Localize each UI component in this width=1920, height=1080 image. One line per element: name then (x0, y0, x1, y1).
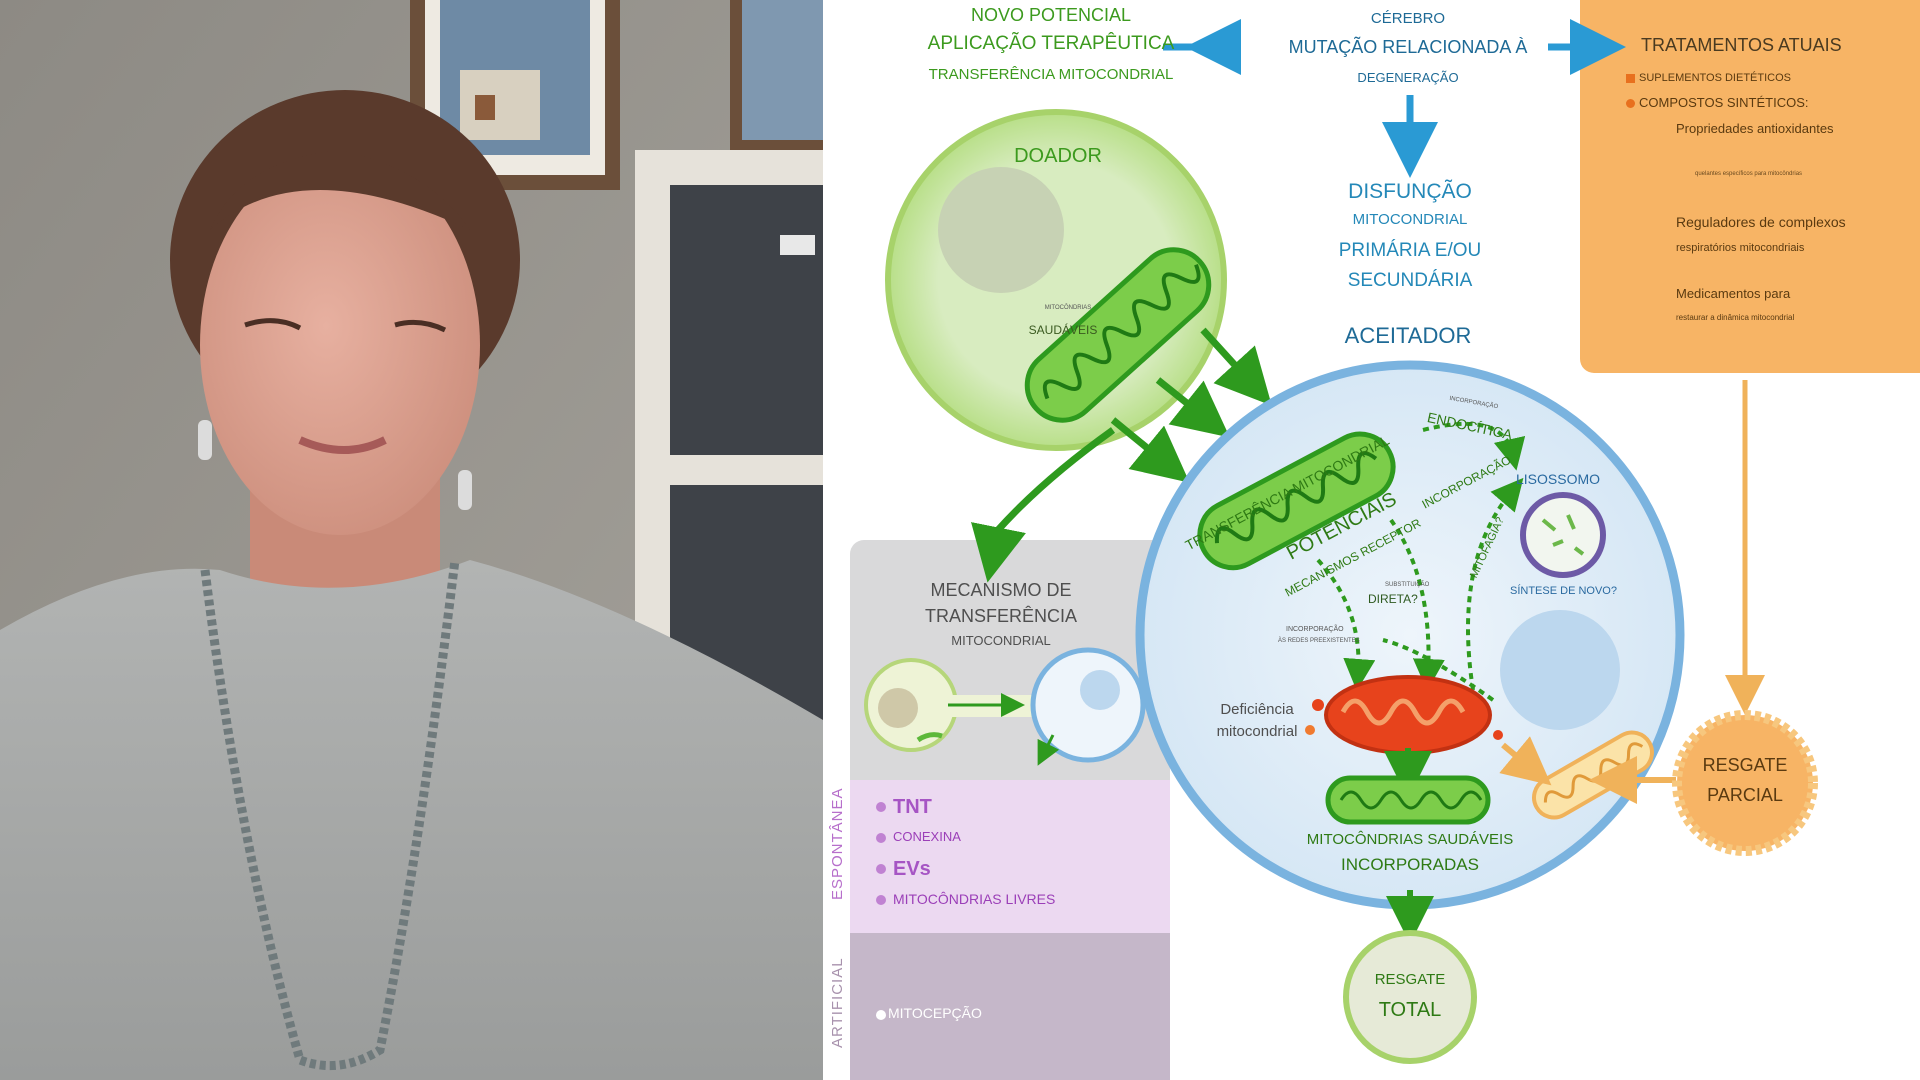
conexina-bullet (876, 833, 886, 843)
mitocondrial-label: MITOCONDRIAL (1352, 211, 1468, 228)
cerebro-label: CÉREBRO (1370, 10, 1446, 27)
compostos-label: COMPOSTOS SINTÉTICOS: (1639, 95, 1809, 110)
reguladores-label-1: Reguladores de complexos (1676, 214, 1846, 230)
livres-label: MITOCÔNDRIAS LIVRES (893, 891, 1056, 907)
primaria-label: PRIMÁRIA E/OU (1338, 240, 1482, 261)
aplicacao-terapeutica-label: APLICAÇÃO TERAPÊUTICA (927, 33, 1175, 54)
deficiencia-label-2: mitocondrial (1216, 723, 1298, 740)
donor-nucleus (938, 167, 1064, 293)
tnt-label: TNT (893, 796, 932, 818)
resgate-total-label-2: TOTAL (1378, 999, 1442, 1021)
resgate-parcial-label-2: PARCIAL (1707, 785, 1783, 805)
medicamentos-label-2: restaurar a dinâmica mitocondrial (1676, 313, 1795, 322)
evs-label: EVs (893, 858, 931, 880)
antioxidantes-label: Propriedades antioxidantes (1676, 121, 1834, 136)
current-treatments-panel (1580, 0, 1920, 373)
presenter-video-image (0, 0, 823, 1080)
direta-label: DIRETA? (1368, 592, 1418, 606)
deficiencia-label-1: Deficiência (1220, 701, 1294, 718)
incorporacao-redes-label-1: INCORPORAÇÃO (1286, 626, 1344, 633)
supplements-bullet (1626, 74, 1635, 83)
mitocepcao-label: MITOCEPÇÃO (888, 1005, 982, 1021)
reguladores-label-2: respiratórios mitocondriais (1676, 242, 1805, 254)
evs-bullet (876, 864, 886, 874)
mutacao-label: MUTAÇÃO RELACIONADA À (1288, 37, 1528, 57)
medicamentos-label-1: Medicamentos para (1676, 286, 1791, 301)
incorporacao-redes-label-2: ÀS REDES PREEXISTENTES (1278, 638, 1360, 644)
mitocepcao-bullet (876, 1010, 886, 1020)
saudaveis-incorporadas-label-1: MITOCÔNDRIAS SAUDÁVEIS (1306, 831, 1514, 848)
mecanismo-label-2: TRANSFERÊNCIA (924, 606, 1078, 626)
compounds-bullet (1626, 99, 1635, 108)
livres-bullet (876, 895, 886, 905)
lysosome (1520, 492, 1606, 578)
total-rescue-circle (1343, 930, 1477, 1064)
aceitador-title: ACEITADOR (1344, 323, 1472, 348)
secundaria-label: SECUNDÁRIA (1347, 270, 1473, 291)
spontaneous-mechanisms-panel (850, 780, 1170, 933)
tnt-bullet (876, 802, 886, 812)
degeneracao-label: DEGENERAÇÃO (1357, 70, 1459, 85)
partial-rescue-circle (1672, 710, 1818, 856)
saudaveis-label: SAUDÁVEIS (1028, 323, 1098, 337)
tratamentos-title: TRATAMENTOS ATUAIS (1641, 35, 1842, 55)
sintese-label: SÍNTESE DE NOVO? (1510, 585, 1617, 597)
espontanea-label: ESPONTÂNEA (829, 787, 846, 900)
mecanismo-label-1: MECANISMO DE (930, 580, 1072, 600)
saudaveis-incorporadas-label-2: INCORPORADAS (1341, 855, 1479, 874)
resgate-parcial-label-1: RESGATE (1702, 755, 1788, 775)
transferred-mitochondrion (1197, 431, 1396, 571)
acceptor-nucleus (1500, 610, 1620, 730)
disfuncao-label: DISFUNÇÃO (1348, 180, 1472, 203)
chelators-note: quelantes específicos para mitocôndrias (1695, 171, 1803, 177)
mitochondrial-transfer-diagram: NOVO POTENCIAL APLICAÇÃO TERAPÊUTICA TRA… (823, 0, 1920, 1080)
artificial-mechanisms-panel (850, 933, 1170, 1080)
conexina-label: CONEXINA (893, 829, 961, 844)
resgate-total-label-1: RESGATE (1374, 971, 1446, 988)
lisossomo-label: LISOSSOMO (1516, 471, 1601, 487)
donor-mitochondrion (1024, 247, 1212, 423)
suplementos-label: SUPLEMENTOS DIETÉTICOS (1639, 72, 1791, 84)
mitocondrias-small-label: MITOCÔNDRIAS (1044, 305, 1092, 311)
incorporated-mitochondrion (1325, 775, 1491, 825)
doador-title: DOADOR (1014, 145, 1102, 167)
presenter-video-feed (0, 0, 823, 1080)
substituicao-label: SUBSTITUIÇÃO (1385, 582, 1430, 588)
novo-potencial-label: NOVO POTENCIAL (970, 5, 1132, 25)
diagram-graphics (864, 19, 1818, 1064)
artificial-label: ARTIFICIAL (829, 957, 846, 1048)
mecanismo-label-3: MITOCONDRIAL (951, 633, 1051, 648)
transferencia-mitocondrial-label: TRANSFERÊNCIA MITOCONDRIAL (928, 66, 1174, 83)
